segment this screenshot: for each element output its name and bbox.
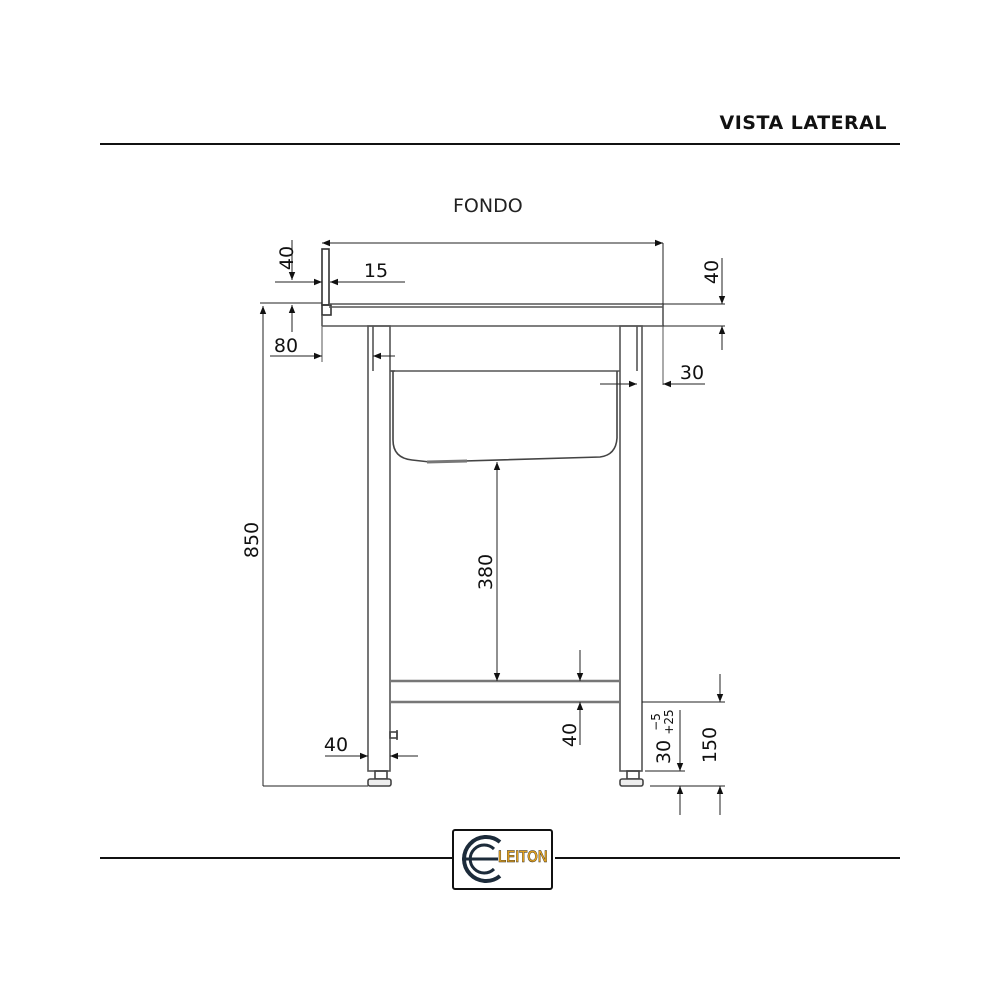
dim-foot-tol-minus: −5 <box>649 713 663 731</box>
dimension-lines <box>259 239 726 815</box>
bottom-divider-right <box>555 857 900 859</box>
dim-backsplash-height: 40 <box>276 246 298 270</box>
c-emblem-icon <box>462 835 502 883</box>
dim-front-offset: 80 <box>274 335 298 357</box>
dim-top-thickness: 40 <box>701 260 723 284</box>
view-title: VISTA LATERAL <box>719 112 887 134</box>
view-label: FONDO <box>453 195 523 217</box>
table-geometry <box>321 248 664 787</box>
logo-text: LEITON <box>498 847 548 866</box>
backsplash <box>321 248 330 306</box>
rear-foot <box>619 778 644 787</box>
top-divider <box>100 143 900 145</box>
company-logo: LEITON <box>452 829 553 890</box>
dim-backsplash-thickness: 15 <box>364 260 388 282</box>
dim-foot-adjust: 30 <box>653 740 675 764</box>
dim-shelf-clearance: 380 <box>475 554 497 590</box>
dim-shelf-height: 150 <box>699 727 721 763</box>
dim-total-height: 850 <box>241 522 263 558</box>
dim-leg-width: 40 <box>324 734 348 756</box>
sink-bowl <box>392 371 618 463</box>
dim-shelf-thickness: 40 <box>559 723 581 747</box>
dim-rear-offset: 30 <box>680 362 704 384</box>
rear-leg <box>619 325 643 772</box>
bottom-divider-left <box>100 857 452 859</box>
front-foot <box>367 778 392 787</box>
dim-foot-tol-plus: +25 <box>662 709 676 734</box>
dimension-labels: 40 15 40 80 30 850 380 40 40 30 −5 +25 1… <box>241 246 723 764</box>
front-leg <box>367 325 391 772</box>
